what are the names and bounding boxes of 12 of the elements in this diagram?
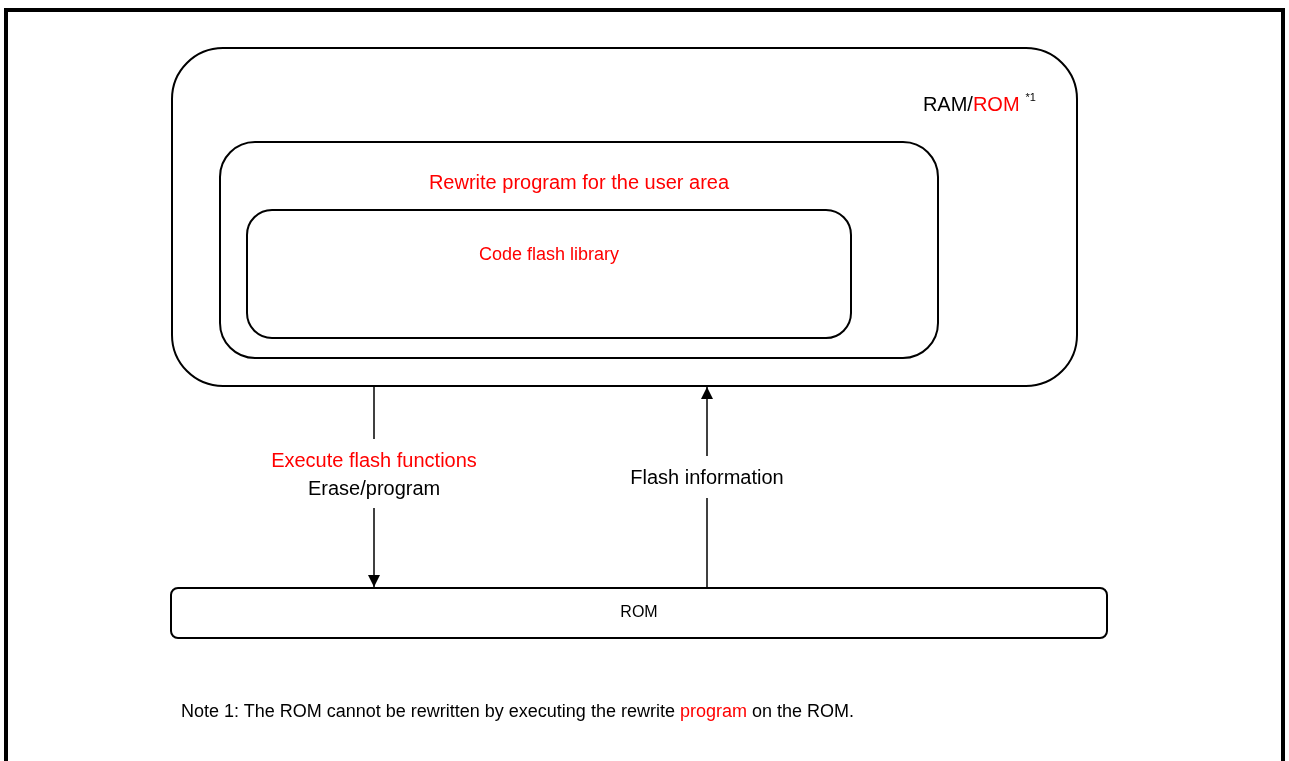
box-label: ROM <box>972 93 1020 115</box>
footnote-mark: *1 <box>1025 91 1036 103</box>
program-box <box>219 141 939 359</box>
operation-text: Erase/program <box>308 477 441 508</box>
box-label: ROM <box>620 603 658 620</box>
box-label: Rewrite program for the user area <box>428 171 730 193</box>
library-box <box>246 209 852 339</box>
note-text: Note 1: The ROM cannot be rewritten by executing the rewrite <box>181 701 675 722</box>
rom-box <box>170 587 1108 639</box>
ram-rom-box <box>171 47 1078 387</box>
box-label: RAM/ <box>922 93 973 115</box>
box-label: Code flash library <box>478 244 620 264</box>
